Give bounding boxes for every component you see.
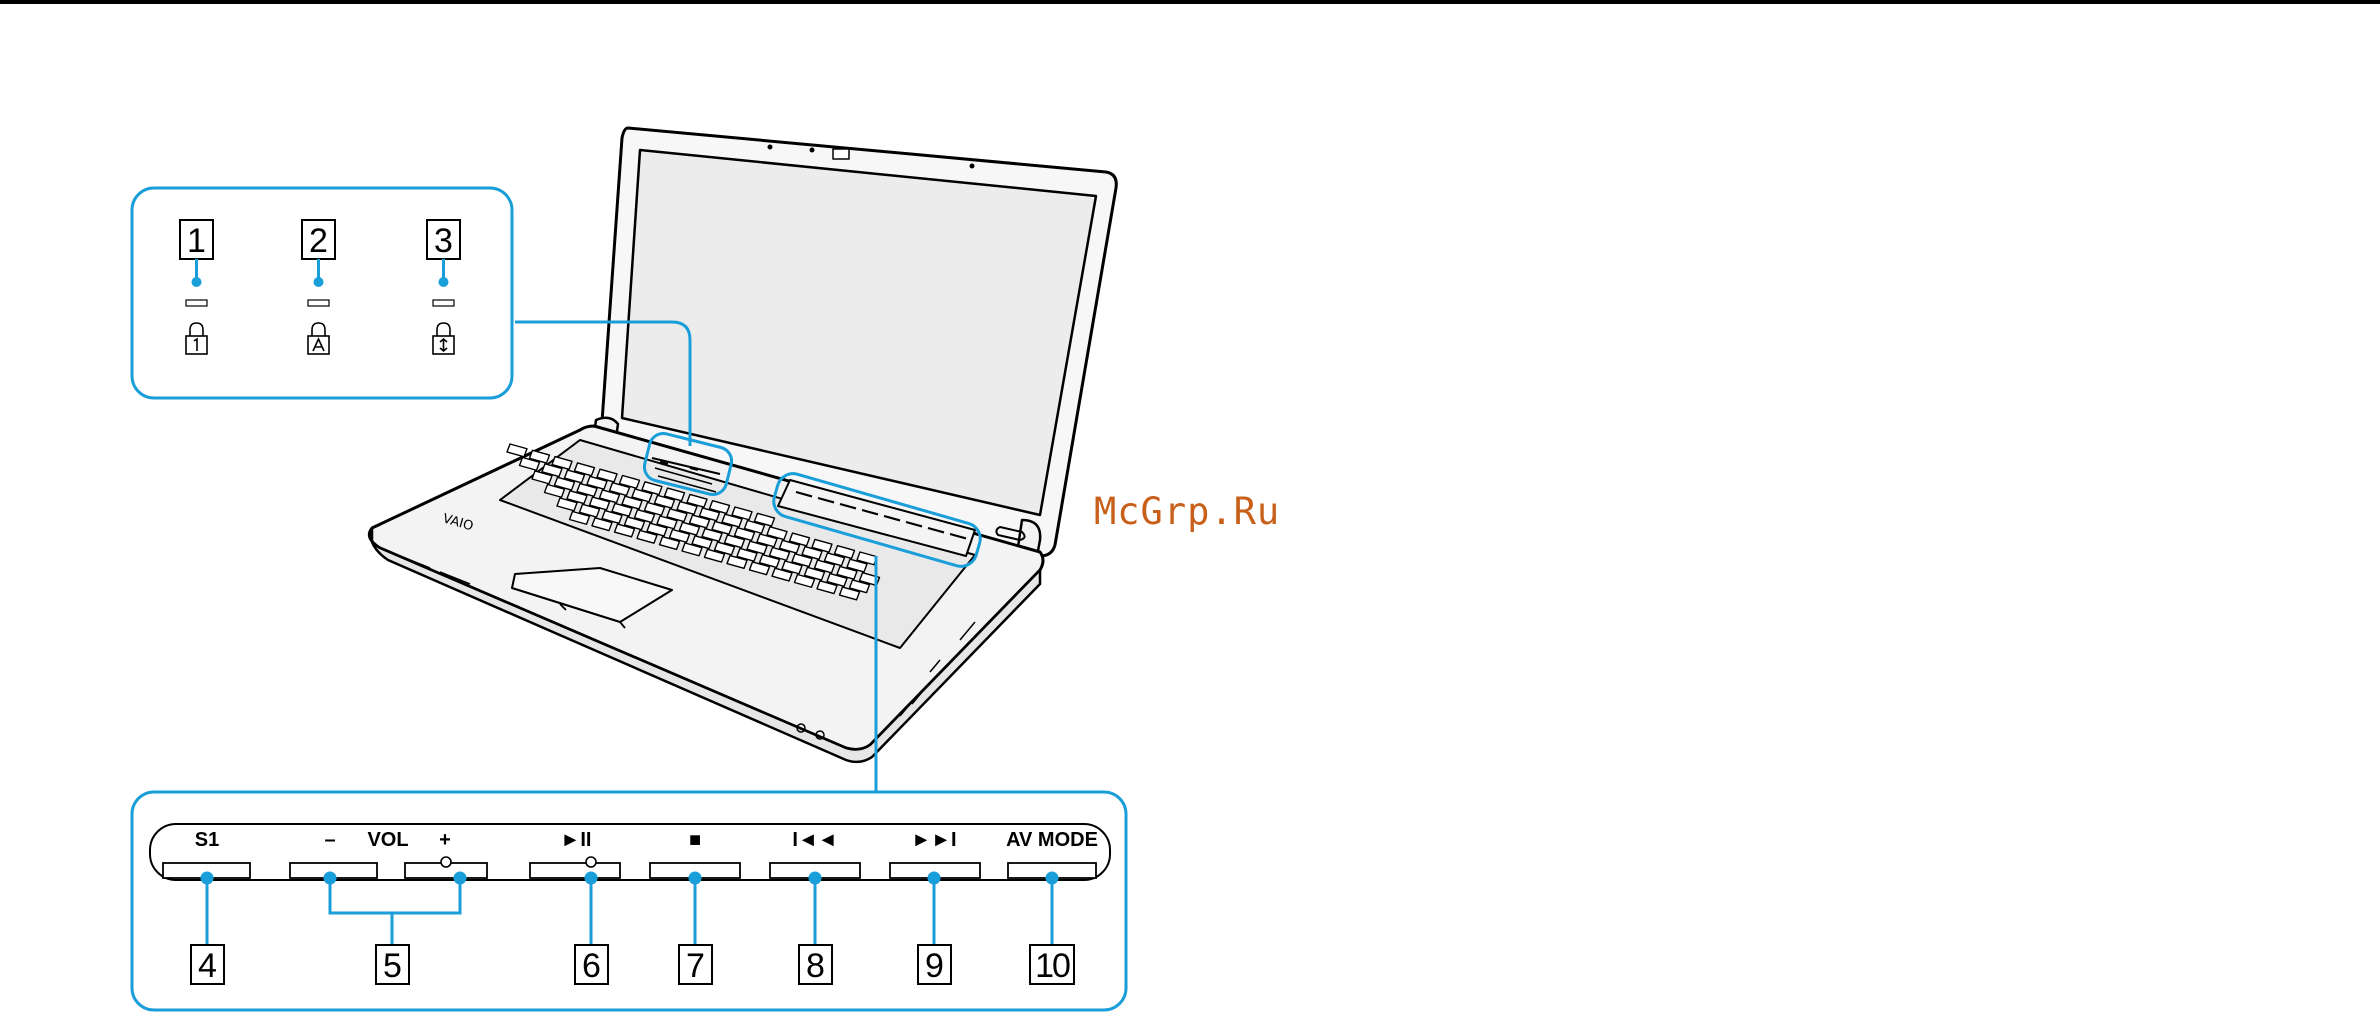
callout-7: 7 <box>679 945 712 985</box>
play-pause-button <box>530 863 620 878</box>
callout-4: 4 <box>191 945 224 985</box>
s1-label: S1 <box>195 829 219 851</box>
callout-6: 6 <box>575 945 608 985</box>
svg-text:9: 9 <box>925 947 944 985</box>
next-label: ►►I <box>911 829 956 851</box>
indicator-detail-box: 1 2 3 <box>132 188 512 398</box>
media-detail-box: S1 – VOL + ►II ■ I◄◄ ►►I AV MODE <box>132 792 1126 1010</box>
vol-label: VOL <box>367 829 408 851</box>
indicator-number-3: 3 <box>434 222 453 260</box>
stop-label: ■ <box>689 829 701 851</box>
watermark-text: McGrp.Ru <box>1094 490 1280 533</box>
callout-9: 9 <box>918 945 951 985</box>
callout-8: 8 <box>799 945 832 985</box>
callout-5: 5 <box>376 945 409 985</box>
vol-plus-label: + <box>439 829 451 851</box>
svg-text:5: 5 <box>383 947 402 985</box>
svg-text:6: 6 <box>582 947 601 985</box>
previous-label: I◄◄ <box>792 829 837 851</box>
webcam-icon <box>833 149 849 159</box>
svg-text:7: 7 <box>686 947 705 985</box>
play-pause-label: ►II <box>561 829 592 851</box>
svg-text:4: 4 <box>198 947 217 985</box>
indicator-number-1: 1 <box>187 222 206 260</box>
vol-minus-label: – <box>324 829 335 851</box>
callout-10: 10 <box>1030 945 1074 985</box>
keyboard-key <box>507 444 527 457</box>
indicator-number-2: 2 <box>309 222 328 260</box>
svg-text:10: 10 <box>1035 947 1070 985</box>
av-mode-label: AV MODE <box>1006 829 1098 851</box>
svg-text:8: 8 <box>806 947 825 985</box>
